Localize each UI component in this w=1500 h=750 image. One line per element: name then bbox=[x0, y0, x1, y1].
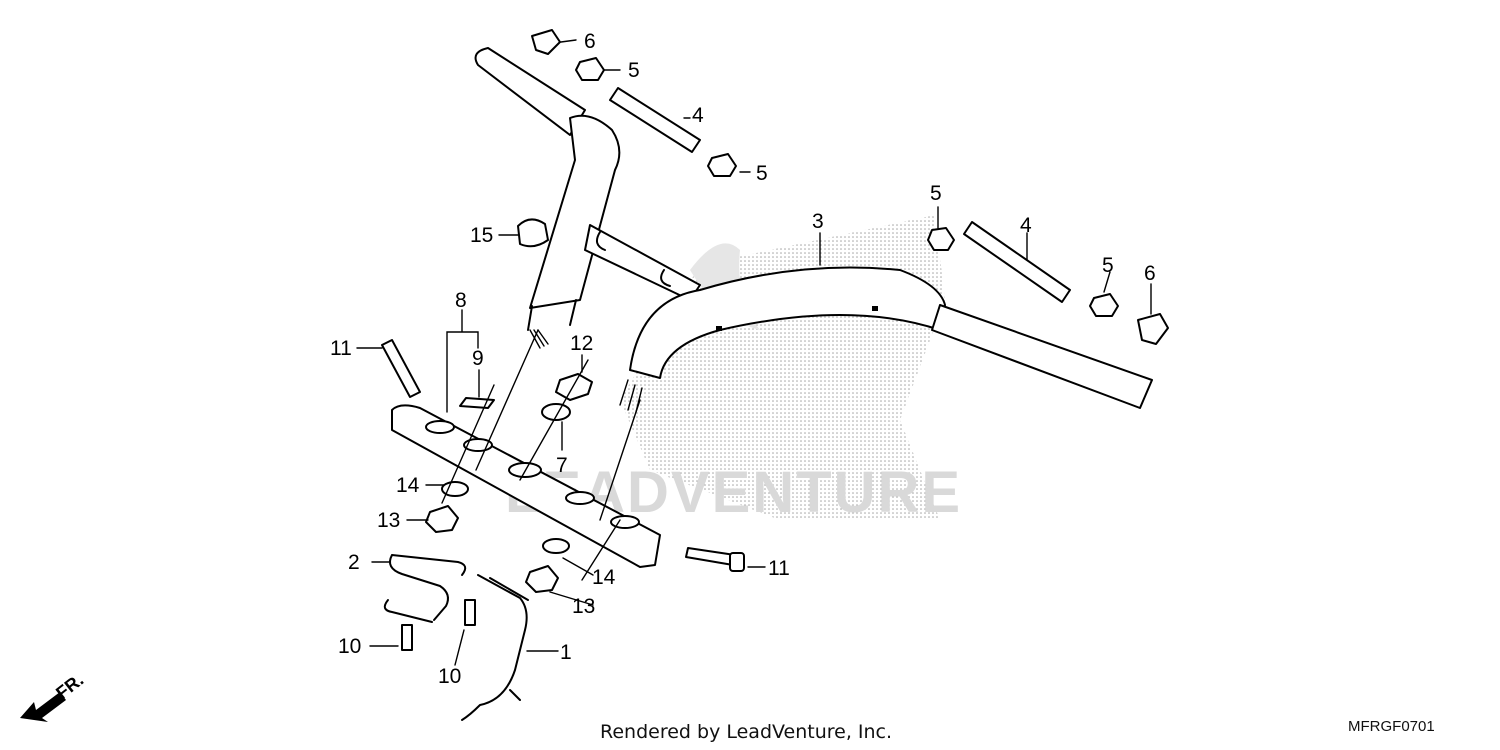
label-part-9[interactable]: 9 bbox=[472, 347, 484, 370]
label-part-11-left[interactable]: 11 bbox=[330, 337, 352, 360]
label-part-10-mid[interactable]: 10 bbox=[438, 665, 461, 688]
label-part-13-left[interactable]: 13 bbox=[377, 509, 400, 532]
label-part-6-top[interactable]: 6 bbox=[584, 30, 596, 53]
label-part-7[interactable]: 7 bbox=[556, 454, 568, 477]
handlebar[interactable] bbox=[474, 47, 1153, 413]
label-part-3[interactable]: 3 bbox=[812, 210, 824, 233]
leader-lines bbox=[356, 39, 1152, 666]
label-part-8[interactable]: 8 bbox=[455, 289, 467, 312]
label-part-4-right[interactable]: 4 bbox=[1020, 214, 1032, 237]
label-part-5-right[interactable]: 5 bbox=[930, 182, 942, 205]
upper-holder[interactable] bbox=[391, 404, 661, 568]
arrow-icon bbox=[20, 692, 66, 722]
label-part-1[interactable]: 1 bbox=[560, 641, 572, 664]
label-part-15[interactable]: 15 bbox=[470, 224, 493, 247]
part-labels: 6 5 4 5 15 3 5 4 5 6 8 9 11 12 7 14 13 2… bbox=[330, 30, 1156, 688]
front-direction-indicator: FR. bbox=[20, 670, 87, 722]
diagram-code: MFRGF0701 bbox=[1348, 718, 1435, 735]
footer-credit: Rendered by LeadVenture, Inc. bbox=[600, 721, 892, 743]
label-part-14-right[interactable]: 14 bbox=[592, 566, 616, 589]
label-part-10-left[interactable]: 10 bbox=[338, 635, 361, 658]
label-part-5-far-right[interactable]: 5 bbox=[1102, 254, 1114, 277]
label-part-5-top[interactable]: 5 bbox=[628, 59, 640, 82]
hardware bbox=[381, 29, 1169, 721]
label-part-14-left[interactable]: 14 bbox=[396, 474, 420, 497]
label-part-4-top[interactable]: 4 bbox=[692, 104, 704, 127]
label-part-6-right[interactable]: 6 bbox=[1144, 262, 1156, 285]
label-part-13-right[interactable]: 13 bbox=[572, 595, 595, 618]
label-part-11-right[interactable]: 11 bbox=[768, 557, 790, 580]
label-part-5-mid[interactable]: 5 bbox=[756, 162, 768, 185]
label-part-2[interactable]: 2 bbox=[348, 551, 360, 574]
label-part-12[interactable]: 12 bbox=[570, 332, 593, 355]
